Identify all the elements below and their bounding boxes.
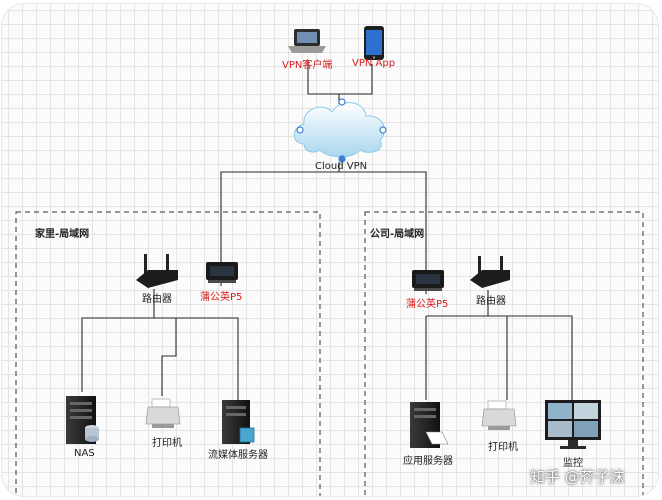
link-office-monitor	[426, 315, 573, 400]
network-diagram	[15, 26, 644, 496]
app-server-icon	[410, 402, 449, 448]
cloud-vpn-label: Cloud VPN	[315, 161, 368, 172]
connection-lines	[81, 60, 573, 400]
vpn-client-label: VPN客户端	[282, 60, 333, 71]
media-server-icon	[222, 400, 255, 444]
media-server-label: 流媒体服务器	[208, 450, 268, 461]
home-printer-icon	[145, 398, 181, 428]
home-pgy-label: 蒲公英P5	[200, 292, 243, 303]
home-pgy-device-icon	[206, 262, 238, 283]
nas-server-icon	[66, 396, 99, 444]
link-home-media	[154, 317, 239, 400]
vpn-app-label: VPN App	[352, 58, 396, 69]
link-client-cloud	[307, 60, 340, 104]
office-printer-icon	[481, 400, 517, 430]
surveillance-monitor-icon	[545, 400, 601, 449]
home-router-label: 路由器	[142, 294, 172, 305]
office-zone-title: 公司-局域网	[370, 229, 425, 240]
diagram-canvas: VPN客户端 VPN App Cloud VPN 家里-局域网 公司-局域网 路…	[2, 4, 658, 496]
home-zone-title: 家里-局域网	[35, 229, 90, 240]
office-pgy-label: 蒲公英P5	[406, 299, 449, 310]
watermark: 知乎 @芥子沫	[530, 468, 625, 486]
cloud-icon	[293, 102, 385, 158]
smartphone-icon	[364, 26, 384, 60]
monitor-label: 监控	[563, 458, 583, 469]
nas-label: NAS	[74, 448, 95, 459]
office-printer-label: 打印机	[488, 442, 518, 453]
office-router-icon	[470, 256, 510, 288]
home-zone-box	[15, 211, 321, 496]
link-app-cloud	[339, 64, 373, 95]
home-printer-label: 打印机	[152, 438, 182, 449]
link-home-printer	[161, 318, 177, 396]
app-server-label: 应用服务器	[403, 456, 453, 467]
home-router-icon	[136, 254, 178, 288]
connector-dots	[296, 98, 387, 163]
office-zone-box	[364, 211, 644, 496]
laptop-icon	[288, 29, 326, 53]
office-pgy-device-icon	[412, 270, 444, 291]
office-router-label: 路由器	[476, 296, 506, 307]
link-cloud-branches	[220, 171, 427, 294]
